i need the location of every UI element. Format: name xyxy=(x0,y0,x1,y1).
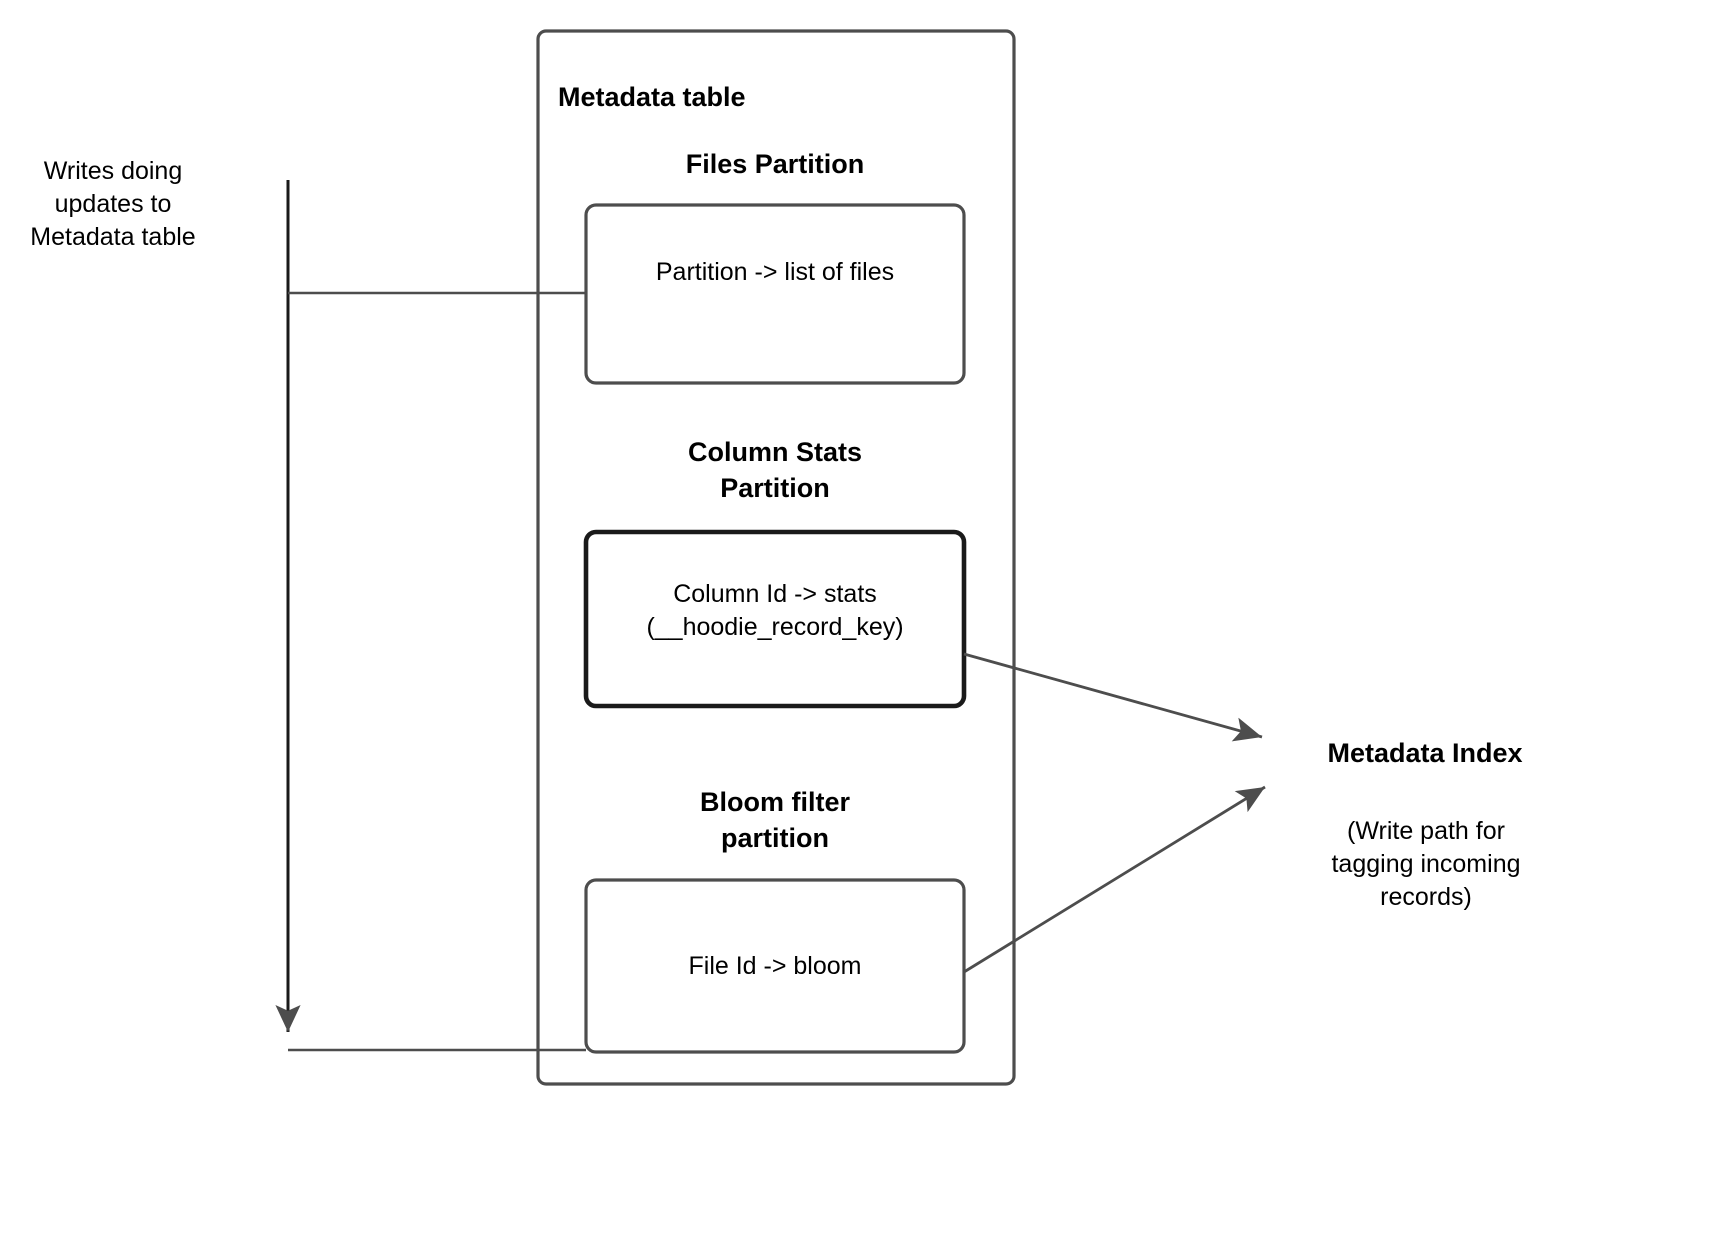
metadata-table-container xyxy=(536,29,1016,1086)
files-partition-box-label: Partition -> list of files xyxy=(655,258,895,286)
metadata-table-title: Metadata table xyxy=(558,82,746,112)
metadata-index-title: Metadata Index xyxy=(1327,738,1523,768)
metadata-index-note: (Write path for tagging incoming records… xyxy=(1331,817,1521,911)
bloom-filter-box-label: File Id -> bloom xyxy=(688,952,862,980)
bloom-filter-box xyxy=(584,878,966,1054)
column-stats-box-label: Column Id -> stats (__hoodie_record_key) xyxy=(646,580,904,641)
writes-note-label: Writes doing updates to Metadata table xyxy=(30,157,196,251)
files-partition-heading: Files Partition xyxy=(685,149,865,179)
column-stats-partition-heading: Column Stats Partition xyxy=(687,437,862,503)
files-partition-box xyxy=(584,203,966,385)
column-stats-box xyxy=(583,529,967,709)
column-stats-to-index-arrow xyxy=(963,652,1263,742)
bloom-to-index-arrow xyxy=(963,785,1266,974)
bloom-filter-partition-heading: Bloom filter partition xyxy=(699,787,850,853)
